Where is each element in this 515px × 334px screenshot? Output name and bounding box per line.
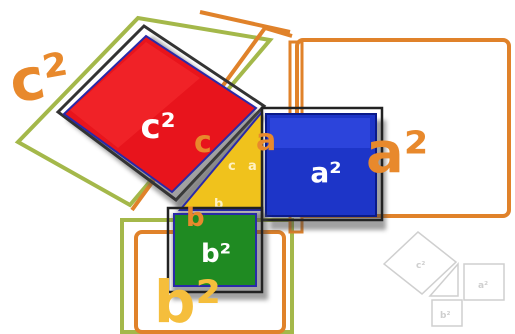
c-square-frame (55, 24, 267, 203)
ghost-c-label: c² (416, 261, 425, 271)
hyp-line-orange (199, 10, 291, 34)
ghost-c-square (382, 231, 458, 295)
b-square-label: b² (201, 239, 231, 269)
big-c-square-label: c² (4, 39, 75, 116)
side-b-label: b (186, 203, 205, 233)
a-square-label: a² (310, 156, 341, 189)
outer-labels: c² a² b² (4, 39, 428, 334)
inner-a-label: a (248, 159, 257, 174)
inner-b-label: b (214, 197, 223, 212)
ghost-triangle (428, 262, 459, 297)
triangle-group: c a b (176, 108, 270, 222)
side-a-label: a (256, 123, 276, 158)
b-square (173, 213, 257, 287)
inner-c-label: c (228, 159, 236, 174)
ghost-a-label: a² (478, 281, 488, 291)
ghost-b-square (431, 299, 463, 327)
side-c-label: c (194, 125, 212, 160)
b-square-frame (166, 206, 264, 294)
a-square (265, 113, 377, 217)
c-square-highlight (70, 42, 200, 148)
c-square-outline-olive (14, 15, 274, 208)
side-labels: c a b (186, 123, 276, 233)
c-square-label: c² (140, 107, 175, 147)
big-a-square-label: a² (366, 121, 428, 186)
c-square (62, 34, 258, 194)
ghost-diagram: c² a² b² (382, 231, 505, 327)
a-square-group: a² (260, 106, 386, 230)
b-square-group: b² (166, 206, 268, 300)
ghost-b-label: b² (440, 311, 450, 321)
a-square-highlight (270, 118, 370, 148)
big-b-square-label: b² (154, 268, 221, 334)
ghost-a-square (463, 263, 505, 301)
a-square-frame (260, 106, 384, 222)
